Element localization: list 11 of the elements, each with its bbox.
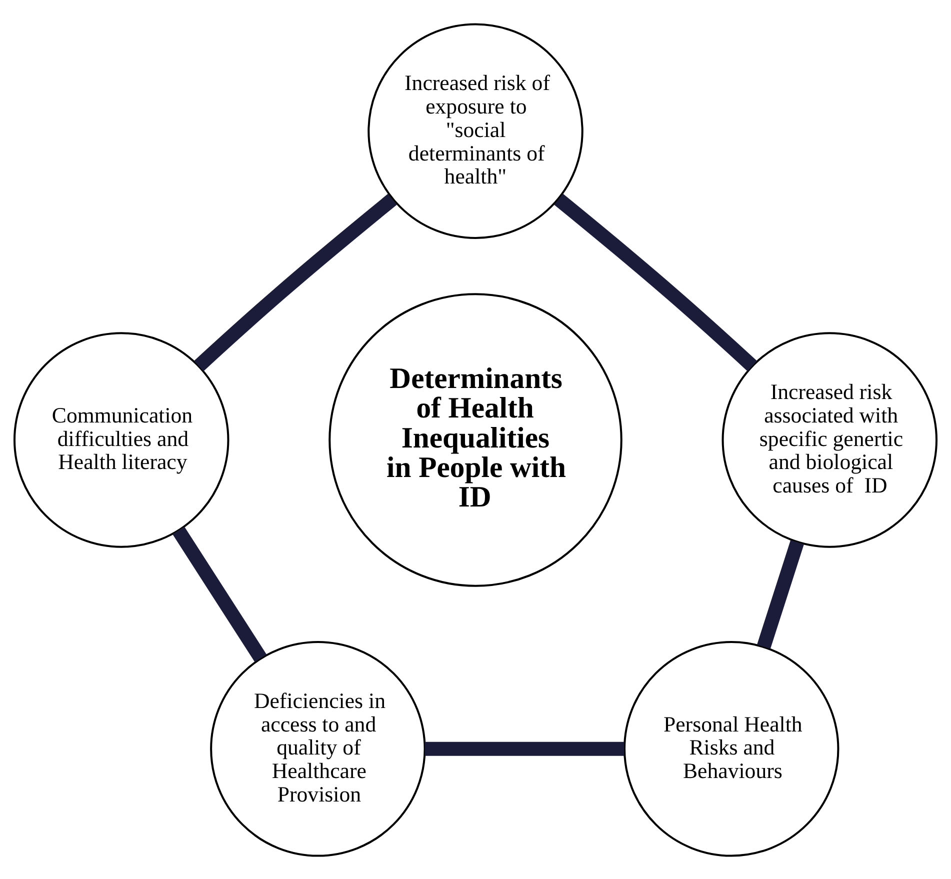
node-circle: Determinants of Health Inequalities in People with ID bbox=[328, 292, 622, 586]
node-circle: Increased risk of exposure to "social determinants of health" bbox=[368, 22, 584, 238]
node-circle: Deficiencies in access to and quality of Healthcare Provision bbox=[210, 640, 426, 856]
connector bbox=[554, 193, 757, 371]
connector bbox=[172, 526, 267, 662]
connector bbox=[424, 741, 624, 756]
node-circle: Communication difficulties and Health literacy bbox=[13, 332, 230, 548]
connector bbox=[194, 193, 397, 371]
connector bbox=[757, 539, 804, 648]
node-circle: Increased risk associated with specific genertic and biological causes of ID bbox=[722, 332, 938, 548]
node-circle: Personal Health Risks and Behaviours bbox=[623, 640, 840, 856]
